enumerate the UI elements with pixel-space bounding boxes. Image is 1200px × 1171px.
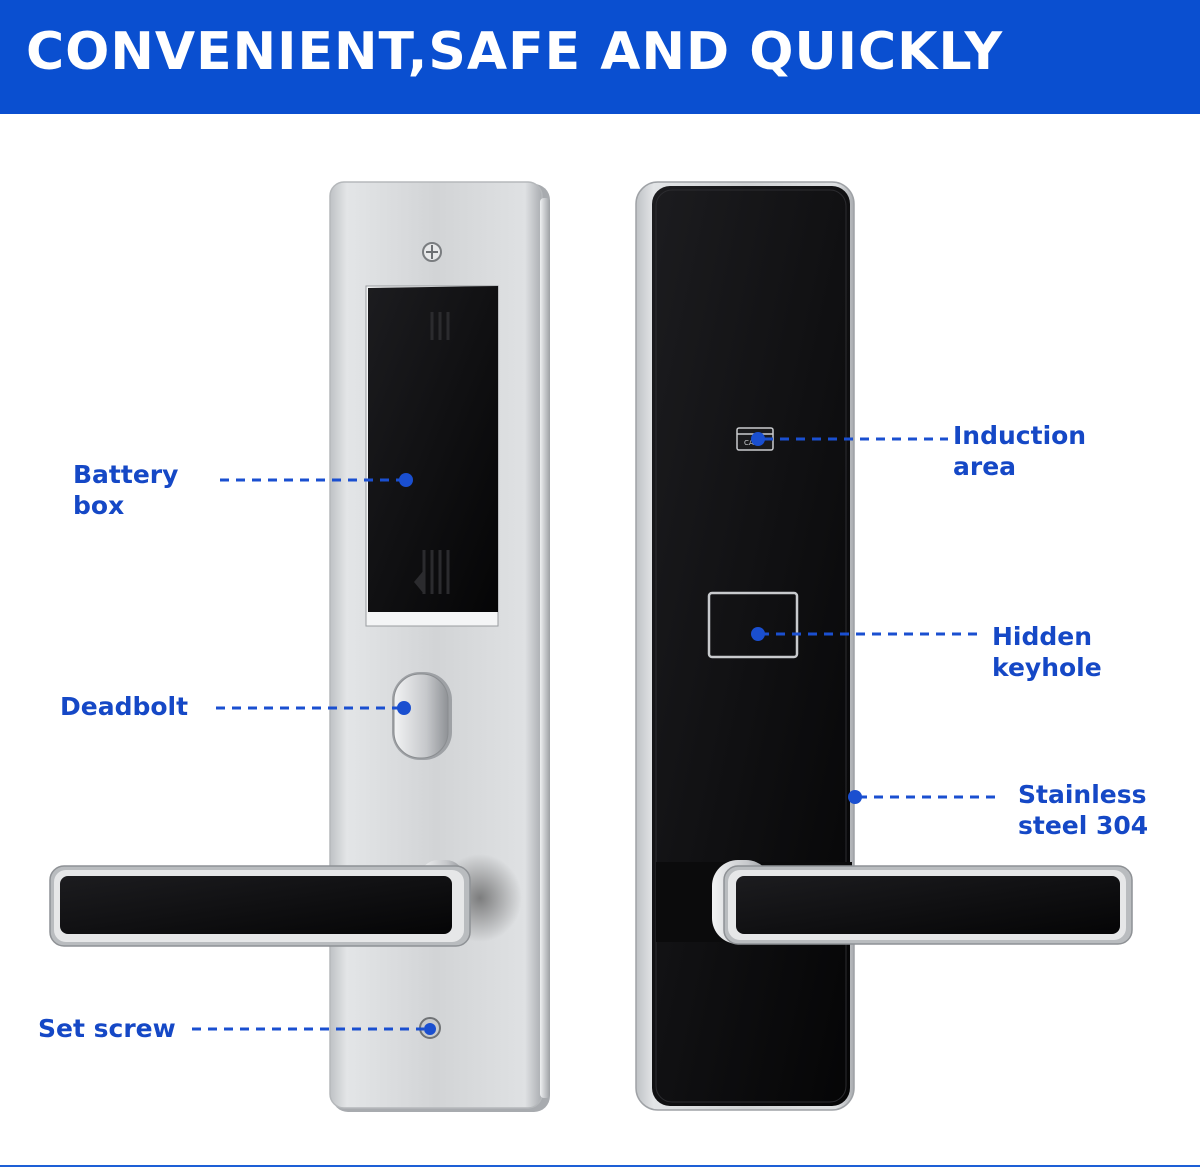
deadbolt [392, 672, 452, 760]
battery-box-label-line1: Battery [73, 460, 179, 489]
stainless-steel-label-line1: Stainless [1018, 780, 1147, 809]
inner-handle [49, 854, 522, 947]
induction-area-label: Induction area [953, 420, 1086, 482]
deadbolt-label-text: Deadbolt [60, 692, 189, 721]
svg-text:CA: CA [744, 439, 754, 447]
stainless-steel-label: Stainless steel 304 [1018, 779, 1148, 841]
deadbolt-dot [397, 701, 411, 715]
battery-box-label-line2: box [73, 491, 125, 520]
deadbolt-label: Deadbolt [60, 691, 188, 722]
induction-area-dot [751, 432, 765, 446]
outer-lock-body [635, 181, 855, 1111]
set-screw-label-text: Set screw [38, 1014, 176, 1043]
hidden-keyhole-label: Hidden keyhole [992, 621, 1102, 683]
bottom-rule [0, 1165, 1200, 1167]
battery-box-label: Battery box [73, 459, 178, 521]
top-screw-icon [422, 242, 442, 262]
outer-handle [656, 860, 1133, 945]
banner-title: CONVENIENT,SAFE AND QUICKLY [26, 22, 1004, 82]
hidden-keyhole-label-line2: keyhole [992, 653, 1102, 682]
title-banner: CONVENIENT,SAFE AND QUICKLY [0, 0, 1200, 114]
set-screw-label: Set screw [38, 1013, 176, 1044]
stainless-steel-label-line2: steel 304 [1018, 811, 1149, 840]
induction-area-label-line2: area [953, 452, 1017, 481]
hidden-keyhole-dot [751, 627, 765, 641]
stainless-steel-dot [848, 790, 862, 804]
battery-box-dot [399, 473, 413, 487]
battery-box [365, 285, 499, 627]
set-screw-dot [424, 1023, 436, 1035]
hidden-keyhole-frame [707, 591, 799, 659]
induction-area-label-line1: Induction [953, 421, 1087, 450]
hidden-keyhole-label-line1: Hidden [992, 622, 1093, 651]
